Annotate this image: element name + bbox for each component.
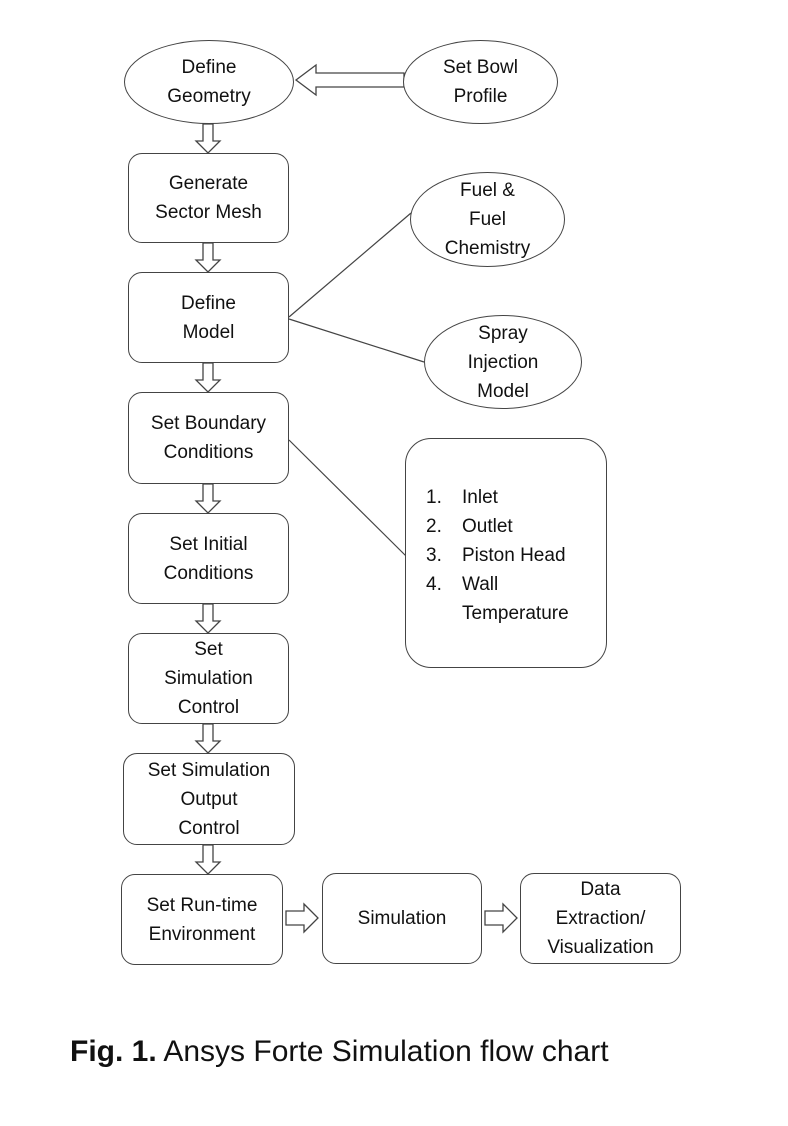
list-item-number: 2. [426,516,442,537]
data-extraction-node: Data Extraction/ Visualization [520,873,681,964]
set-initial-conditions-label: Set Initial Conditions [163,533,254,584]
line-model-to-fuel [288,212,412,318]
arrow-mesh-to-model [194,242,222,273]
define-model-node: Define Model [128,272,289,363]
simulation-node: Simulation [322,873,482,964]
set-initial-conditions-node: Set Initial Conditions [128,513,289,604]
list-item-number: 1. [426,487,442,508]
list-item-text: Inlet [462,487,498,508]
set-simulation-output-control-label: Set Simulation Output Control [147,759,271,839]
arrow-bowl-to-geometry [294,63,405,97]
set-simulation-output-control-node: Set Simulation Output Control [123,753,295,845]
set-simulation-control-label: Set Simulation Control [164,639,253,718]
generate-sector-mesh-label: Generate Sector Mesh [155,173,262,223]
list-item-text: Piston Head [462,545,566,566]
arrow-runtime-to-simulation [285,902,319,934]
figure-caption-label: Fig. 1. [70,1035,157,1068]
list-item-text: Outlet [462,516,513,537]
list-item: 1. Inlet [426,483,569,512]
arrow-boundary-to-initial [194,483,222,514]
set-bowl-profile-node: Set Bowl Profile [403,40,558,124]
arrow-geometry-to-mesh [194,123,222,154]
set-simulation-control-node: Set Simulation Control [128,633,289,724]
simulation-label: Simulation [357,908,447,929]
arrow-output-to-runtime [194,844,222,875]
figure-caption: Fig. 1. Ansys Forte Simulation flow char… [70,1035,609,1069]
list-item: 4. Wall Temperature [426,570,569,628]
line-model-to-spray [288,318,425,363]
fuel-chemistry-node: Fuel & Fuel Chemistry [410,172,565,267]
spray-injection-model-node: Spray Injection Model [424,315,582,409]
boundary-conditions-list: 1. Inlet 2. Outlet 3. Piston Head 4. Wal… [426,483,569,628]
figure-caption-text: Ansys Forte Simulation flow chart [156,1035,609,1068]
list-item-text: Wall Temperature [462,574,569,624]
set-boundary-conditions-node: Set Boundary Conditions [128,392,289,484]
list-item: 2. Outlet [426,512,569,541]
set-bowl-profile-label: Set Bowl Profile [443,57,518,107]
line-boundary-to-list [288,439,407,557]
set-boundary-conditions-label: Set Boundary Conditions [150,413,267,463]
define-geometry-node: Define Geometry [124,40,294,124]
list-item-number: 3. [426,545,442,566]
spray-injection-model-label: Spray Injection Model [467,322,539,402]
generate-sector-mesh-node: Generate Sector Mesh [128,153,289,243]
fuel-chemistry-label: Fuel & Fuel Chemistry [444,180,531,259]
list-item-number: 4. [426,574,442,595]
define-model-label: Define Model [181,292,236,343]
define-geometry-label: Define Geometry [167,57,251,107]
boundary-conditions-list-box: 1. Inlet 2. Outlet 3. Piston Head 4. Wal… [405,438,607,668]
list-item: 3. Piston Head [426,541,569,570]
data-extraction-label: Data Extraction/ Visualization [547,879,654,958]
arrow-initial-to-control [194,603,222,634]
set-runtime-environment-node: Set Run-time Environment [121,874,283,965]
arrow-control-to-output [194,723,222,754]
arrow-model-to-boundary [194,362,222,393]
arrow-simulation-to-data [484,902,518,934]
set-runtime-environment-label: Set Run-time Environment [146,894,258,945]
